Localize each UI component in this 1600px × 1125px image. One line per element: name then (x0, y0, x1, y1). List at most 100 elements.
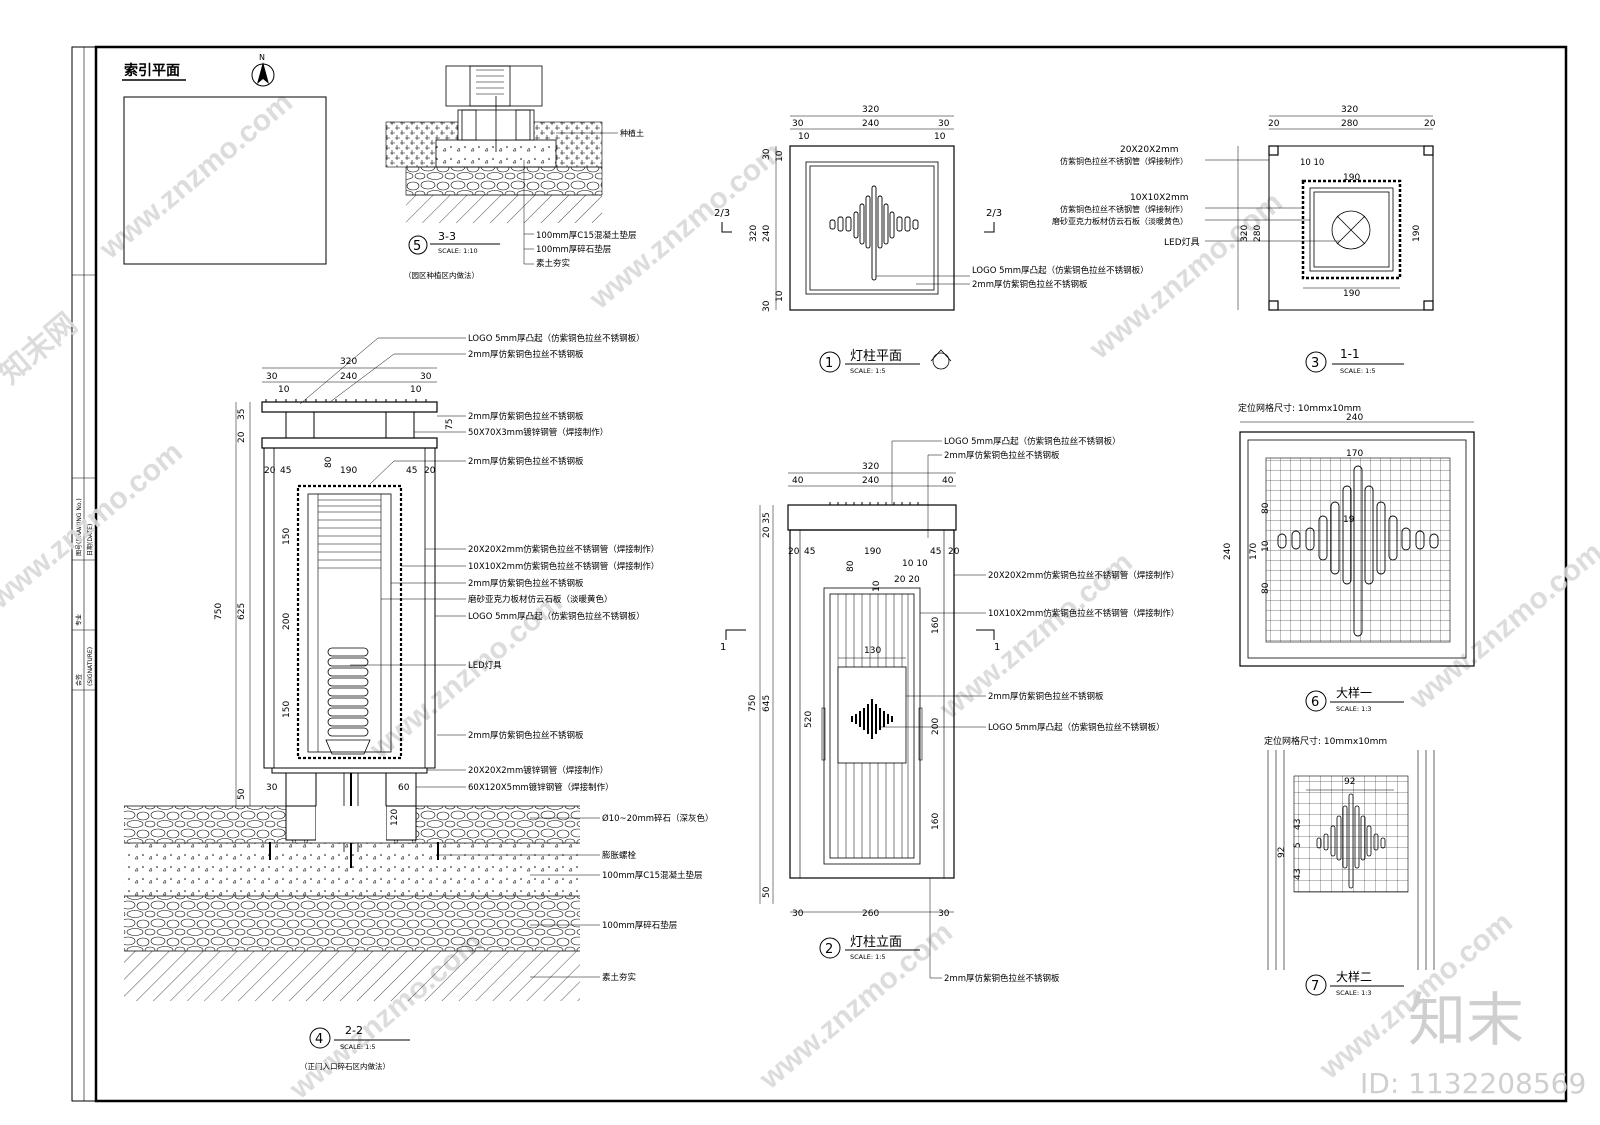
view7-num: 7 (1311, 979, 1319, 994)
dim-22-10: 10 (278, 385, 290, 395)
p11-label-20: 20X20X2mm (1120, 145, 1179, 155)
index-plan: 索引平面 N (122, 53, 327, 265)
side-title-block: 会签 (SIGNATURE) 专业 图号(DRAWING No.) 日期(DAT… (75, 498, 94, 686)
dim-d1-170v: 170 (1249, 543, 1259, 560)
p11-label-10b: 仿紫铜色拉丝不锈钢管（焊接制作） (1060, 204, 1188, 214)
el-label-tube20: 20X20X2mm仿紫铜色拉丝不锈钢管（焊接制作） (988, 570, 1179, 581)
view-2-2: 320 30 240 30 10 10 (124, 333, 714, 1071)
view2-title: 灯柱立面 (850, 935, 902, 950)
dim-22-35: 35 (237, 409, 247, 420)
dim-22-120: 120 (390, 809, 400, 826)
dim-22-75: 75 (445, 419, 455, 430)
dim-11-320: 320 (1341, 105, 1358, 115)
label22-gravel-dia: Ø10~20mm碎石（深灰色） (602, 813, 714, 824)
view4-num: 4 (315, 1032, 323, 1047)
dim-el-160b: 160 (931, 813, 941, 830)
el-label-logo: LOGO 5mm厚凸起（仿紫铜色拉丝不锈钢板） (944, 436, 1121, 447)
side-drawing-no: 图号(DRAWING No.) (76, 498, 83, 556)
dim-22-320: 320 (340, 357, 357, 367)
dim-el-520: 520 (804, 711, 814, 728)
watermark-logo: 知末 (1408, 986, 1524, 1054)
dim-el-190: 190 (864, 547, 881, 557)
north-arrow-icon: N (251, 53, 275, 87)
view3-num: 3 (1311, 356, 1319, 371)
view2-num: 2 (825, 942, 833, 957)
dim-22-200: 200 (282, 613, 292, 630)
view7-scale: SCALE: 1:3 (1336, 989, 1372, 997)
dim-11-1010: 10 10 (1300, 158, 1324, 168)
dim-22-20-h: 20 (264, 466, 276, 476)
plan-label-plate: 2mm厚仿紫铜色拉丝不锈钢板 (972, 279, 1088, 290)
watermark-id: ID: 1132208569 (1360, 1067, 1586, 1100)
p11-label-acrylic: 磨砂亚克力板材仿云石板（淡暖黄色） (1052, 216, 1188, 226)
dim-el-2020: 20 20 (894, 575, 920, 585)
el-label-tube10: 10X10X2mm仿紫铜色拉丝不锈钢管（焊接制作） (988, 608, 1179, 619)
dim-22-10b: 10 (410, 385, 422, 395)
dim-d2-43b: 43 (1293, 869, 1303, 880)
label22-plate-b: 2mm厚仿紫铜色拉丝不锈钢板 (468, 411, 584, 422)
dim-d1-170: 170 (1346, 449, 1363, 459)
cut-1-right: 1 (994, 642, 1000, 653)
cut-1-left: 1 (720, 642, 726, 653)
dim-el-240: 240 (862, 476, 879, 486)
dim-22-150b: 150 (282, 701, 292, 718)
view5-title: 3-3 (438, 230, 456, 243)
dim-el-20: 20 (788, 547, 800, 557)
dim-30-v: 30 (762, 148, 772, 160)
view6-scale: SCALE: 1:3 (1336, 705, 1372, 713)
dim-22-750: 750 (214, 603, 224, 620)
view-detail-2: 定位网格尺寸: 10mmx10mm 92 92 43 5 43 7 大样二 SC… (1264, 735, 1435, 997)
dim-el-45b: 45 (930, 547, 941, 557)
dim-22-30b: 30 (420, 372, 432, 382)
dim-d2-43: 43 (1293, 819, 1303, 830)
label-gravel-33: 100mm厚碎石垫层 (536, 244, 611, 255)
dim-el-40: 40 (792, 476, 804, 486)
p11-label-10: 10X10X2mm (1130, 193, 1189, 203)
dim-22-20: 20 (237, 431, 247, 443)
dim-el-80: 80 (846, 560, 856, 572)
dim-d1-240: 240 (1346, 413, 1363, 423)
view1-title: 灯柱平面 (850, 349, 902, 364)
view7-grid-note: 定位网格尺寸: 10mmx10mm (1264, 735, 1387, 747)
dim-el-320: 320 (862, 462, 879, 472)
watermark-site-4: www.znzmo.com (0, 435, 189, 616)
view5-note: （园区种植区内做法） (404, 270, 479, 280)
logo-pattern-plan (829, 185, 919, 281)
dim-11-280v: 280 (1253, 225, 1263, 242)
dim-el-130: 130 (864, 646, 881, 656)
view-detail-1: 定位网格尺寸: 10mmx10mm 240 170 19 240 170 80 … (1223, 402, 1475, 713)
dim-d2-92: 92 (1344, 777, 1355, 787)
view4-note: （正门入口碎石区内做法） (300, 1061, 390, 1071)
dim-320: 320 (862, 105, 879, 115)
label22-soil: 素土夯实 (602, 972, 636, 983)
dim-el-200: 200 (931, 718, 941, 735)
dim-d1-80b: 80 (1261, 582, 1271, 594)
dim-22-20-hb: 20 (424, 466, 436, 476)
p11-label-20b: 仿紫铜色拉丝不锈钢管（焊接制作） (1060, 156, 1188, 166)
dim-d1-80: 80 (1261, 502, 1271, 514)
watermark-brand: 知末网 (0, 307, 83, 390)
label-plant-soil: 种植土 (620, 128, 644, 138)
dim-11-20: 20 (1268, 119, 1280, 129)
dim-el-260: 260 (862, 909, 879, 919)
side-discipline: 专业 (75, 614, 83, 626)
dim-10b: 10 (934, 132, 946, 142)
dim-d1-240v: 240 (1223, 543, 1233, 560)
dim-30b: 30 (938, 119, 950, 129)
view2-scale: SCALE: 1:5 (850, 953, 886, 961)
dim-el-20b: 20 (948, 547, 960, 557)
label22-tube50: 50X70X3mm镀锌钢管（焊接制作） (468, 427, 608, 438)
dim-10-v: 10 (775, 150, 785, 162)
dim-22-60: 60 (398, 783, 410, 793)
label22-led: LED灯具 (468, 660, 502, 671)
dim-el-50: 50 (762, 886, 772, 898)
dim-d1-10: 10 (1261, 540, 1271, 552)
label22-tube20: 20X20X2mm仿紫铜色拉丝不锈钢管（焊接制作） (468, 544, 659, 555)
watermark-site: www.znzmo.com (93, 85, 299, 266)
index-plan-title: 索引平面 (124, 62, 180, 79)
label-soil-33: 素土夯实 (536, 258, 570, 269)
label22-plate-c: 2mm厚仿紫铜色拉丝不锈钢板 (468, 456, 584, 467)
side-date: 日期(DATE) (86, 524, 94, 556)
dim-11-190b: 190 (1343, 289, 1360, 299)
view6-title: 大样一 (1336, 685, 1372, 700)
